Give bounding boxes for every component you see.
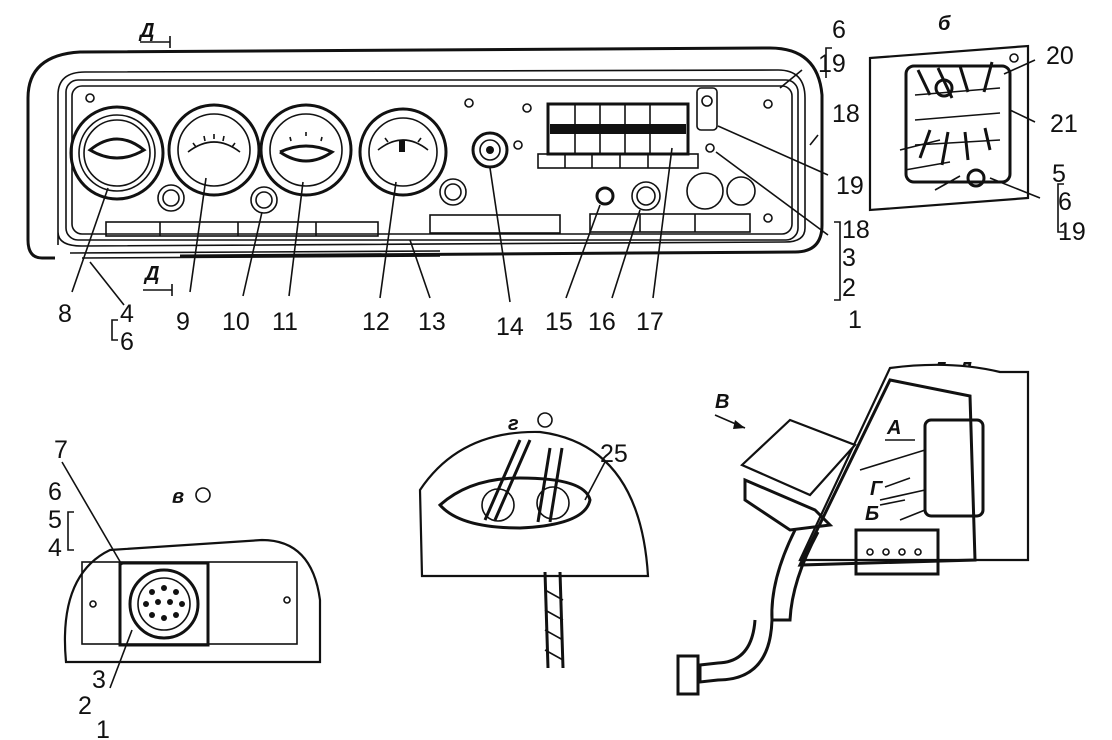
arrow-b-label: Б — [865, 503, 879, 525]
view-b-detail: б — [868, 13, 1030, 212]
leader-lines — [71, 47, 841, 341]
arrow-v-label: В — [715, 391, 729, 413]
connector-pins — [143, 585, 185, 621]
callout-21-right: 19 — [1058, 218, 1086, 246]
callout-14: 14 — [496, 313, 524, 341]
callout-6-left: 6 — [48, 478, 62, 506]
callout-5-left: 5 — [48, 506, 62, 534]
callout-4-left: 4 — [48, 534, 62, 562]
gauge-12 — [358, 107, 448, 197]
panel-screws — [85, 93, 773, 223]
indicator-lamps — [157, 172, 756, 214]
callout-6-bottom: 6 — [120, 328, 134, 356]
section-marker-bottom: Д — [143, 263, 173, 296]
callout-5-right: 5 — [1052, 160, 1066, 188]
callouts-view-b: 20 21 5 6 19 — [1046, 42, 1086, 246]
callout-13: 13 — [418, 308, 446, 336]
callout-3-right: 3 — [842, 244, 856, 272]
callout-12: 12 — [362, 308, 390, 336]
callout-17: 17 — [636, 308, 664, 336]
instrument-panel — [26, 46, 824, 260]
callout-2-right: 2 — [842, 274, 856, 302]
view-g-detail: г 25 — [418, 412, 650, 669]
gauge-8 — [69, 105, 165, 201]
callout-1-right: 1 — [848, 306, 862, 334]
arrow-a-label: А — [886, 417, 901, 439]
callout-6-top: 6 — [832, 16, 846, 44]
view-v-label: в — [172, 486, 184, 508]
section-label-bottom: Д — [143, 263, 159, 285]
plug-assembly — [676, 418, 857, 696]
callout-15: 15 — [545, 308, 573, 336]
callout-9: 9 — [176, 308, 190, 336]
arrow-g-label: Г — [870, 478, 884, 500]
callout-24: 21 — [1050, 110, 1078, 138]
section-marker-top: Д — [138, 20, 171, 48]
section-d-d: Д–Д — [676, 359, 1030, 696]
mounting-strips — [105, 213, 751, 237]
view-b-label: б — [938, 13, 951, 35]
section-label-top: Д — [138, 20, 154, 42]
callout-6-right: 6 — [1058, 188, 1072, 216]
callout-16: 16 — [588, 308, 616, 336]
callout-20: 18 — [832, 100, 860, 128]
callouts-main-panel: 8 4 6 9 10 11 12 13 14 15 16 17 6 19 18 … — [58, 16, 862, 356]
section-arrows: В А Г Б — [714, 391, 915, 525]
callout-4-bottom: 4 — [120, 300, 134, 328]
callout-2-left: 2 — [78, 692, 92, 720]
callout-11: 11 — [272, 308, 298, 336]
callout-1-left: 1 — [96, 716, 110, 740]
gauge-11 — [259, 103, 353, 197]
callout-18: 18 — [842, 216, 870, 244]
callouts-view-v: 7 6 5 4 3 2 1 — [48, 436, 106, 720]
callout-3-left: 3 — [92, 666, 106, 694]
callout-19: 19 — [836, 172, 864, 200]
callout-21-top: 19 — [818, 50, 846, 78]
gauge-9 — [167, 103, 261, 197]
callout-7: 7 — [54, 436, 68, 464]
switch-14 — [471, 131, 523, 169]
fuse-block — [537, 87, 718, 169]
leader-lines-view-v — [61, 461, 133, 689]
view-g-label: г — [508, 413, 519, 435]
callout-25: 25 — [600, 440, 628, 468]
view-v-detail: в — [63, 486, 322, 664]
leader-lines-view-b — [989, 59, 1064, 233]
callout-23: 20 — [1046, 42, 1074, 70]
callout-10: 10 — [222, 308, 250, 336]
callout-8: 8 — [58, 300, 72, 328]
